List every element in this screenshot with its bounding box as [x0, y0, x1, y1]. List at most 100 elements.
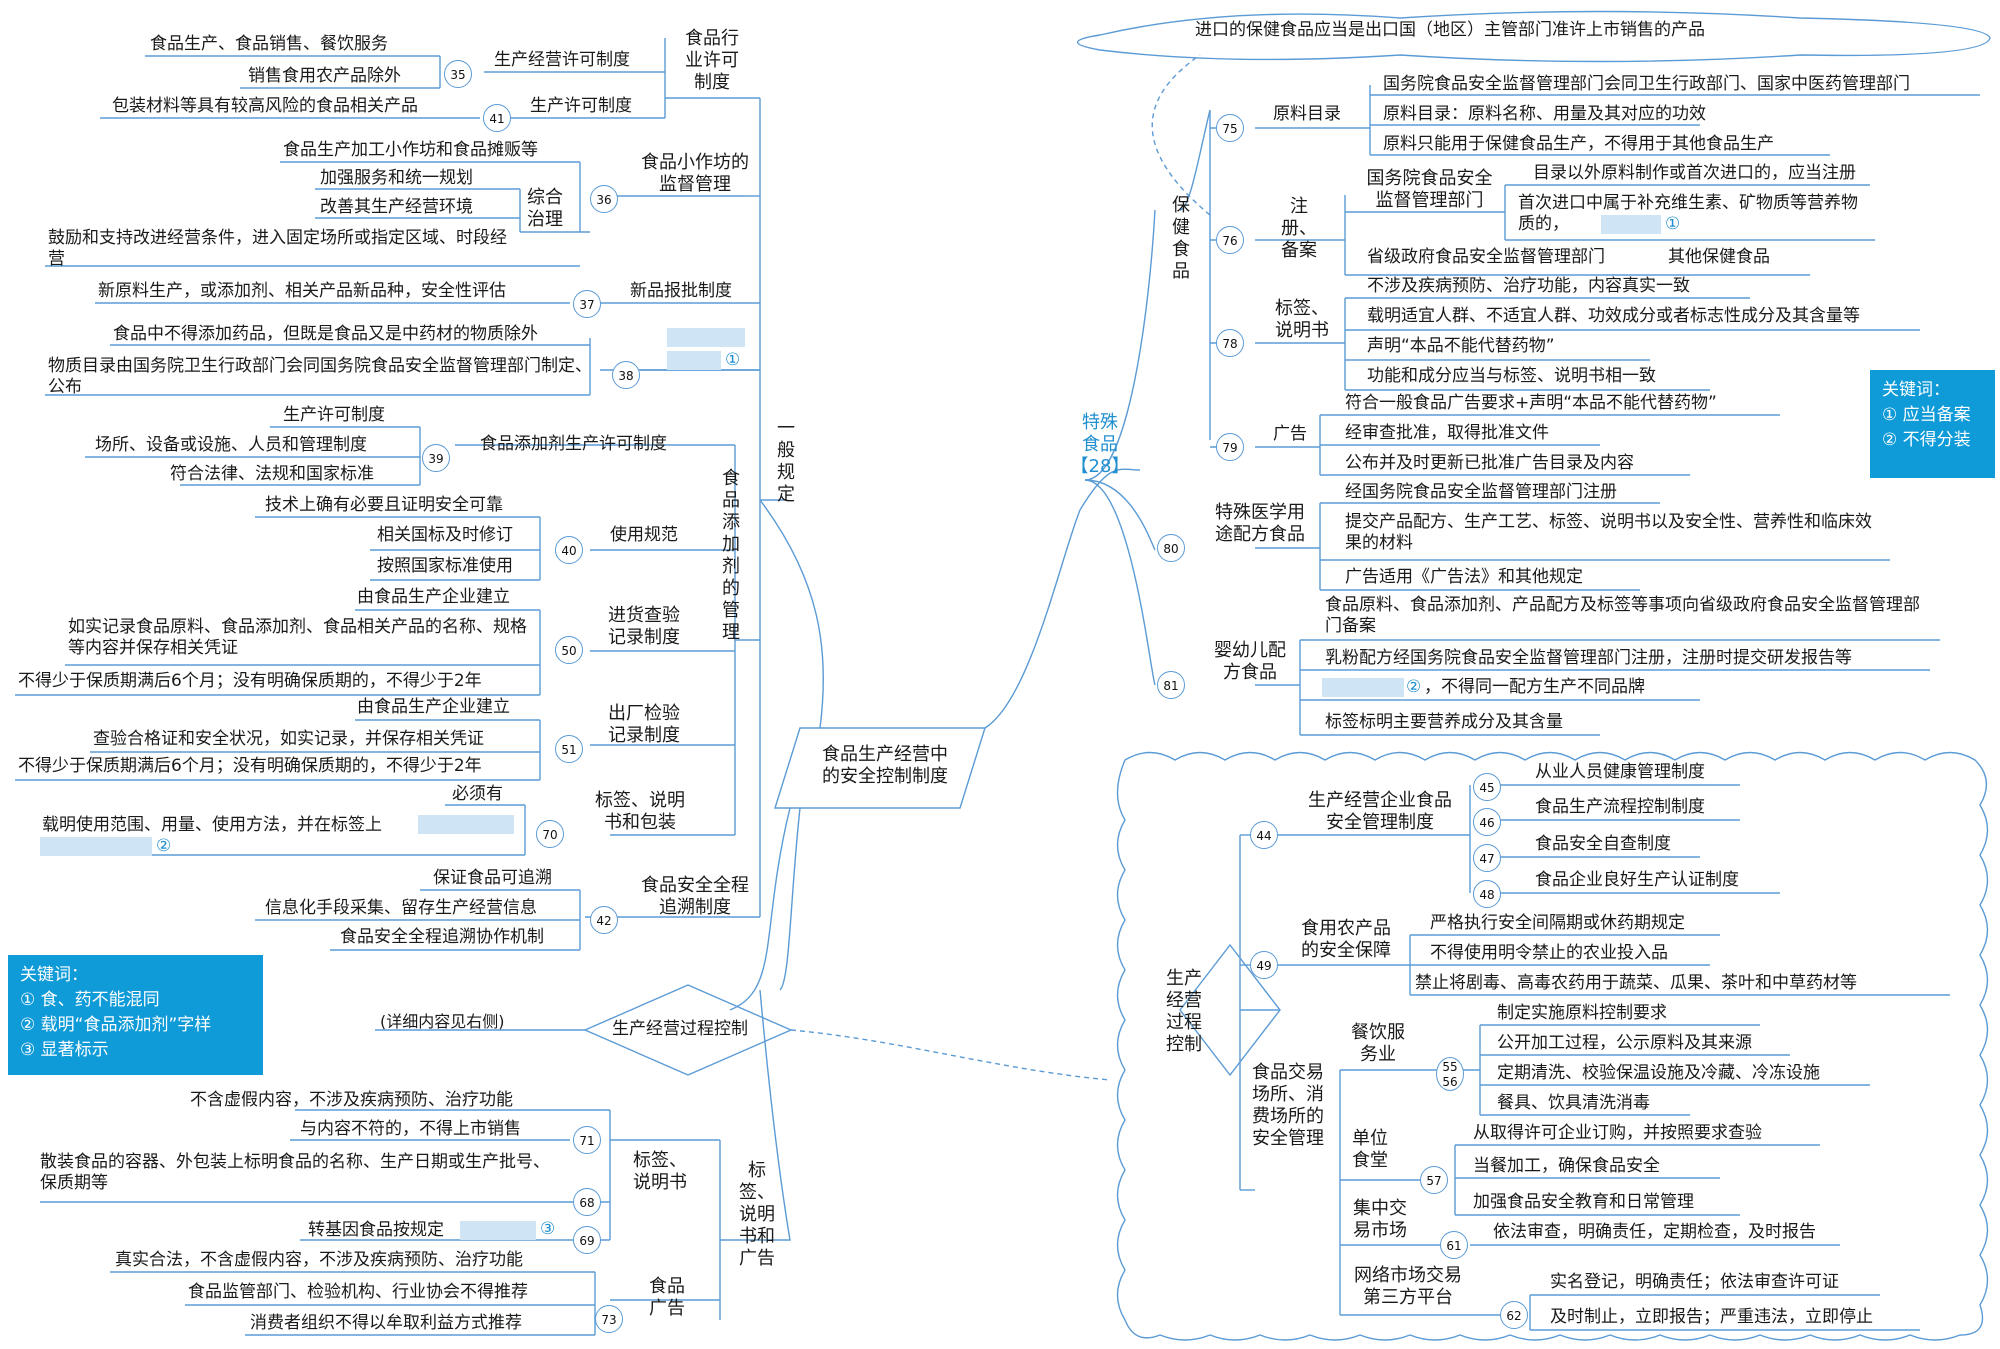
workshop-leaf-1: 食品生产加工小作坊和食品摊贩等 [283, 140, 538, 160]
raw-catalog-label: 原料目录 [1273, 104, 1341, 124]
label-leaf-4: 转基因食品按规定 [308, 1220, 444, 1240]
dining-leaf-2: 公开加工过程，公示原料及其来源 [1497, 1033, 1752, 1053]
node-44: 44 [1250, 821, 1278, 849]
health-label-leaf-4: 功能和成分应当与标签、说明书相一致 [1367, 366, 1656, 386]
node-69: 69 [573, 1226, 601, 1254]
keywords-box-left: 关键词： ① 食、药不能混同 ② 载明“食品添加剂”字样 ③ 显著标示 [8, 955, 263, 1075]
node-68: 68 [573, 1188, 601, 1216]
node-57: 57 [1420, 1166, 1448, 1194]
canteen-label: 单位食堂 [1352, 1128, 1388, 1171]
raw-leaf-2: 原料目录：原料名称、用量及其对应的功效 [1383, 104, 1706, 124]
node-37: 37 [573, 290, 601, 318]
market-label: 集中交易市场 [1353, 1198, 1407, 1241]
outbound-leaf-2: 查验合格证和安全状况，如实记录，并保存相关凭证 [93, 729, 484, 749]
reg-leaf-1: 目录以外原料制作或首次进口的，应当注册 [1533, 163, 1856, 183]
usage-leaf-1: 技术上确有必要且证明安全可靠 [265, 495, 503, 515]
reg-leaf-2: 首次进口中属于补充维生素、矿物质等营养物质的， [1518, 193, 1858, 234]
trace-leaf-1: 保证食品可追溯 [433, 868, 552, 888]
dining-leaf-3: 定期清洗、校验保温设施及冷藏、冷冻设施 [1497, 1063, 1820, 1083]
online-leaf-1: 实名登记，明确责任；依法审查许可证 [1550, 1272, 1839, 1292]
usage-rules-label: 使用规范 [610, 525, 678, 545]
reg-dept-label: 国务院食品安全监督管理部门 [1366, 168, 1493, 211]
reg-other-label: 其他保健食品 [1668, 247, 1770, 267]
workshop-label: 食品小作坊的监督管理 [641, 152, 749, 195]
corp-leaf-46: 食品生产流程控制制度 [1535, 797, 1705, 817]
health-ad-leaf-2: 经审查批准，取得批准文件 [1345, 423, 1549, 443]
inbound-leaf-2: 如实记录食品原料、食品添加剂、食品相关产品的名称、规格等内容并保存相关凭证 [68, 617, 527, 658]
node-47: 47 [1473, 844, 1501, 872]
label-leaf-1: 不含虚假内容，不涉及疾病预防、治疗功能 [190, 1090, 513, 1110]
infant-blank-marker: ② [1406, 677, 1422, 697]
health-ad-leaf-3: 公布并及时更新已批准广告目录及内容 [1345, 453, 1634, 473]
health-label-label: 标签、说明书 [1275, 298, 1329, 341]
node-56: 56 [1442, 1075, 1458, 1089]
license-system-label: 食品行业许可制度 [685, 28, 739, 93]
label-package-label: 标签、说明书和包装 [595, 790, 685, 833]
usage-leaf-3: 按照国家标准使用 [377, 556, 513, 576]
corp-leaf-48: 食品企业良好生产认证制度 [1535, 870, 1739, 890]
keyword-2: ② 不得分装 [1882, 430, 1971, 450]
food-ad-label: 食品广告 [649, 1276, 685, 1319]
node-39: 39 [422, 444, 450, 472]
blank-marker-3: ③ [540, 1219, 556, 1239]
market-leaf: 依法审查，明确责任，定期检查，及时报告 [1493, 1222, 1816, 1242]
infant-leaf-2: 乳粉配方经国务院食品安全监督管理部门注册，注册时提交研发报告等 [1325, 648, 1852, 668]
dining-label: 餐饮服务业 [1351, 1022, 1405, 1065]
registration-label: 注册、备案 [1281, 196, 1317, 261]
blank-box [418, 815, 514, 834]
dining-leaf-1: 制定实施原料控制要求 [1497, 1003, 1667, 1023]
medical-leaf-2: 提交产品配方、生产工艺、标签、说明书以及安全性、营养性和临床效果的材料 [1345, 512, 1872, 553]
blank-box [1322, 678, 1404, 697]
node-42: 42 [590, 906, 618, 934]
new-product-label: 新品报批制度 [630, 281, 732, 301]
node-78: 78 [1216, 329, 1244, 357]
additive-license-leaf-1: 生产许可制度 [283, 405, 385, 425]
node-71: 71 [573, 1126, 601, 1154]
infant-leaf-1: 食品原料、食品添加剂、产品配方及标签等事项向省级政府食品安全监督管理部门备案 [1325, 595, 1920, 636]
health-food-label: 保健食品 [1172, 195, 1190, 282]
node-45: 45 [1473, 773, 1501, 801]
special-food-label: 特殊食品 [1082, 412, 1118, 455]
blank-box [1601, 215, 1661, 234]
workshop-leaf-2: 加强服务和统一规划 [320, 168, 473, 188]
usage-leaf-2: 相关国标及时修订 [377, 525, 513, 545]
node-48: 48 [1473, 880, 1501, 908]
canteen-leaf-3: 加强食品安全教育和日常管理 [1473, 1192, 1694, 1212]
keyword-1: ① 食、药不能混同 [20, 990, 160, 1010]
venue-safety-label: 食品交易场所、消费场所的安全管理 [1252, 1062, 1324, 1149]
raw-leaf-3: 原料只能用于保健食品生产，不得用于其他食品生产 [1383, 134, 1774, 154]
node-41: 41 [483, 104, 511, 132]
node-73: 73 [595, 1305, 623, 1333]
node-79: 79 [1216, 433, 1244, 461]
trace-leaf-2: 信息化手段采集、留存生产经营信息 [265, 898, 537, 918]
reg-province-label: 省级政府食品安全监督管理部门 [1367, 247, 1605, 267]
additive-license-leaf-2: 场所、设备或设施、人员和管理制度 [95, 435, 367, 455]
blank-box [667, 328, 745, 347]
additive-license-leaf-3: 符合法律、法规和国家标准 [170, 464, 374, 484]
keyword-1: ① 应当备案 [1882, 405, 1971, 425]
additive-label-leaf-2: 载明使用范围、用量、使用方法，并在标签上 [42, 815, 382, 835]
process-detail-note: (详细内容见右侧) [380, 1012, 505, 1031]
additive-label: 食品添加剂的管理 [722, 468, 740, 643]
ad-leaf-3: 消费者组织不得以牟取利益方式推荐 [250, 1313, 522, 1333]
infant-leaf-3: ，不得同一配方生产不同品牌 [1424, 677, 1645, 697]
process-control-node-left: 生产经营过程控制 [612, 1019, 748, 1039]
canteen-leaf-2: 当餐加工，确保食品安全 [1473, 1156, 1660, 1176]
reg-blank-marker: ① [1665, 214, 1681, 234]
license-leaf-2: 销售食用农产品除外 [248, 66, 401, 86]
inbound-leaf-3: 不得少于保质期满后6个月；没有明确保质期的，不得少于2年 [18, 671, 482, 691]
node-55: 55 [1442, 1060, 1458, 1074]
raw-leaf-1: 国务院食品安全监督管理部门会同卫生行政部门、国家中医药管理部门 [1383, 74, 1910, 94]
outbound-check-label: 出厂检验记录制度 [608, 703, 680, 746]
node-62: 62 [1500, 1301, 1528, 1329]
node-81: 81 [1157, 671, 1185, 699]
inbound-leaf-1: 由食品生产企业建立 [357, 587, 510, 607]
outbound-leaf-1: 由食品生产企业建立 [357, 697, 510, 717]
blank-box [460, 1221, 536, 1240]
license-leaf-1: 食品生产、食品销售、餐饮服务 [150, 34, 388, 54]
farm-leaf-2: 不得使用明令禁止的农业投入品 [1430, 943, 1668, 963]
keywords-box-right: 关键词： ① 应当备案 ② 不得分装 [1870, 370, 1995, 478]
node-49: 49 [1250, 951, 1278, 979]
